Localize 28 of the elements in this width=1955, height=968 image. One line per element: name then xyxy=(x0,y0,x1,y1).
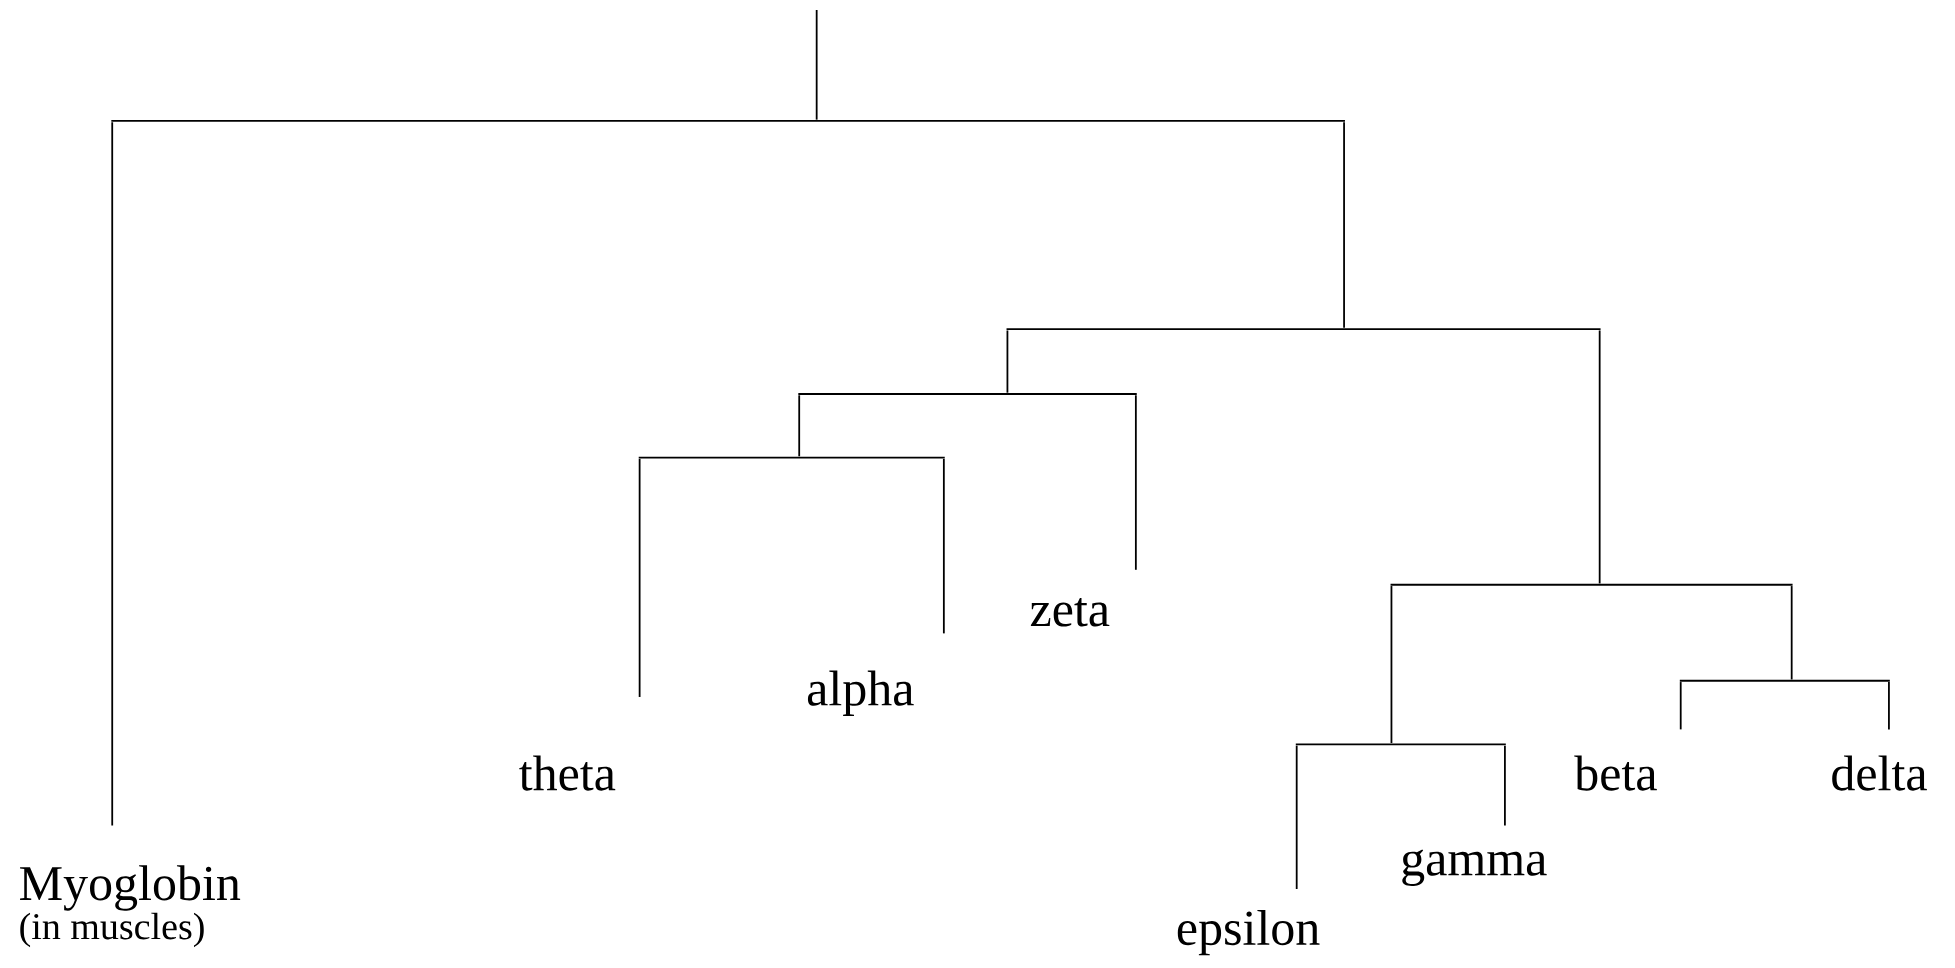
tree-branch xyxy=(1295,745,1298,891)
leaf-label: Myoglobin (in muscles) xyxy=(20,865,241,948)
tree-branch xyxy=(1598,329,1601,585)
tree-branch xyxy=(1679,681,1682,731)
leaf-label: gamma xyxy=(1402,849,1547,887)
tree-branch xyxy=(798,394,801,458)
tree-branch xyxy=(1134,394,1137,571)
tree-branch xyxy=(638,458,641,699)
tree-branch xyxy=(1390,585,1393,745)
branch-bar xyxy=(111,120,1345,123)
tree-branch xyxy=(815,9,818,121)
tree-branch xyxy=(1888,681,1890,731)
leaf-label: beta xyxy=(1574,755,1657,791)
leaf-label: zeta xyxy=(1030,598,1110,627)
leaf-label: alpha xyxy=(807,670,914,717)
tree-branch xyxy=(942,458,945,635)
branch-bar xyxy=(1295,743,1506,746)
leaf-label: theta xyxy=(519,755,616,791)
tree-branch xyxy=(111,121,114,827)
leaf-label: delta xyxy=(1832,755,1927,791)
branch-bar xyxy=(1006,328,1601,331)
tree-branch xyxy=(1006,329,1009,394)
leaf-label: epsilon xyxy=(1177,910,1320,956)
tree-branch xyxy=(1343,121,1345,329)
tree-branch xyxy=(1504,745,1506,827)
branch-bar xyxy=(638,456,945,459)
branch-bar xyxy=(798,393,1137,396)
tree-branch xyxy=(1790,585,1793,681)
